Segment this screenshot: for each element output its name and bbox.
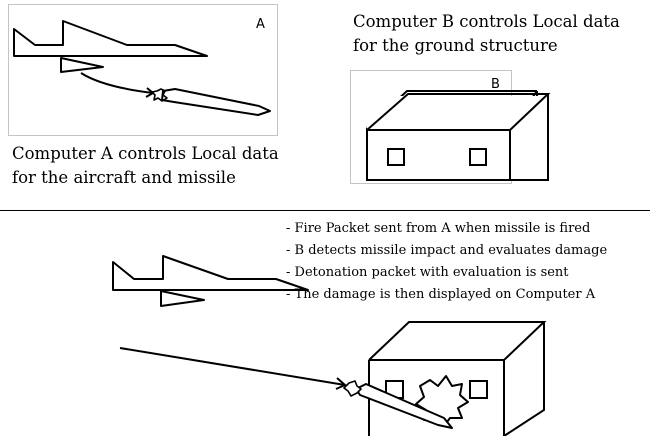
scene-building-front <box>368 322 545 436</box>
aircraft-and-missile-illustration <box>13 20 271 116</box>
scene-building-roof <box>368 321 547 361</box>
building-icon <box>366 90 538 180</box>
panel-b-label: B <box>491 77 500 92</box>
missile-trajectory-arrow <box>80 72 154 94</box>
process-steps: - Fire Packet sent from A when missile i… <box>286 218 607 306</box>
scene-building-window-left <box>385 380 404 399</box>
panel-b-caption: Computer B controls Local data for the g… <box>353 10 620 58</box>
panel-a-caption-line-2: for the aircraft and missile <box>12 168 236 187</box>
section-divider <box>0 210 650 211</box>
ground-structure-illustration <box>366 90 538 180</box>
step-2: - B detects missile impact and evaluates… <box>286 243 608 258</box>
aircraft-icon <box>13 20 208 57</box>
panel-a-frame: A <box>8 4 278 136</box>
impact-burst-icon <box>343 380 362 397</box>
fired-missile-icon <box>161 88 271 116</box>
scene-building-window-right <box>469 380 488 399</box>
missile-icon-a <box>60 57 104 73</box>
panel-b-caption-line-1: Computer B controls Local data <box>353 12 620 31</box>
panel-a-caption-line-1: Computer A controls Local data <box>12 144 279 163</box>
step-1: - Fire Packet sent from A when missile i… <box>286 221 591 236</box>
step-4: - The damage is then displayed on Comput… <box>286 287 596 302</box>
explosion-icon <box>415 375 469 427</box>
panel-a-caption: Computer A controls Local data for the a… <box>12 142 279 190</box>
building-b-side <box>510 94 549 181</box>
impact-missile-icon <box>355 383 453 429</box>
panel-b-caption-line-2: for the ground structure <box>353 36 558 55</box>
step-3: - Detonation packet with evaluation is s… <box>286 265 569 280</box>
panel-b-frame: B <box>350 70 538 184</box>
launch-burst-icon <box>151 88 168 102</box>
panel-a-label: A <box>256 17 265 32</box>
scene-aircraft-icon <box>112 255 309 291</box>
scene-missile-icon <box>160 290 205 307</box>
scene-missile-path-arrow <box>119 347 346 386</box>
